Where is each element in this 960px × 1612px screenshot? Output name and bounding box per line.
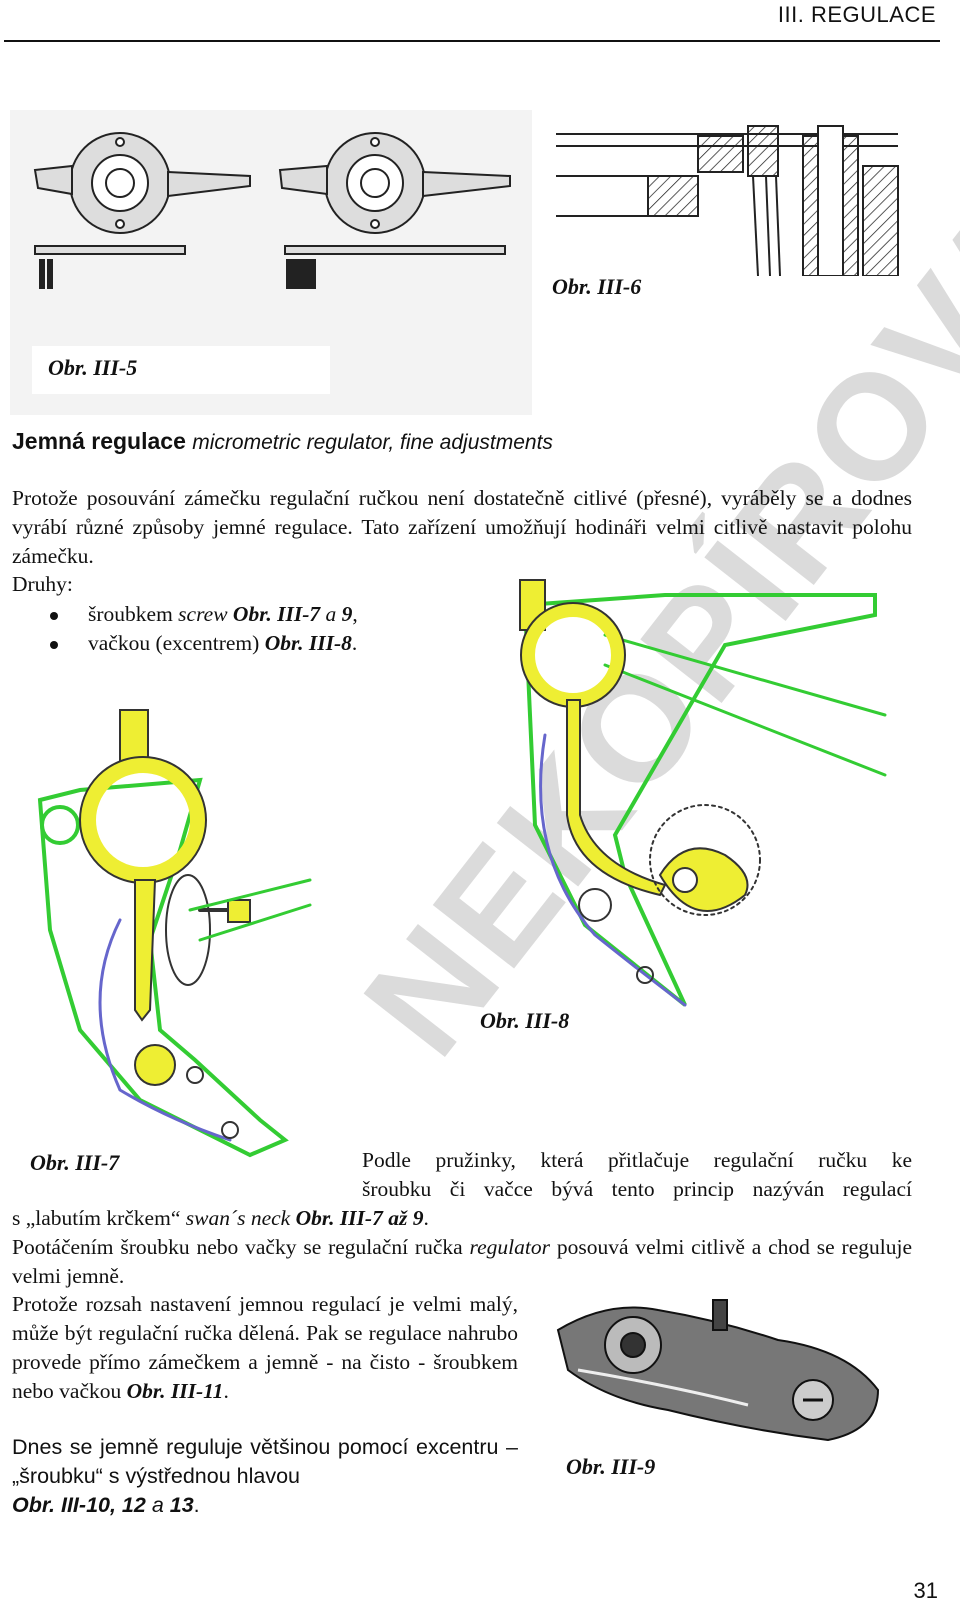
spring-paragraph-right: Podle pružinky, která přitlačuje regulač… <box>362 1148 912 1201</box>
figure-iii-6: Obr. III-6 <box>548 106 908 306</box>
caption-fig5: Obr. III-5 <box>48 355 138 380</box>
cross-section-drawing-fig6 <box>556 125 899 277</box>
running-header: III. REGULACE <box>777 2 936 27</box>
bullet-list: šroubkem screw Obr. III-7 a 9, vačkou (e… <box>50 600 358 658</box>
regulator-drawing-fig7 <box>37 709 312 1158</box>
final-paragraph: Dnes se jemně reguluje většinou pomocí e… <box>12 1435 518 1517</box>
spring-paragraph-end: s „labutím krčkem“ swan´s neck Obr. III-… <box>12 1206 429 1230</box>
bullet-icon <box>50 612 58 621</box>
range-paragraph: Protože rozsah nastavení jemnou regulací… <box>12 1292 518 1403</box>
list-item: vačkou (excentrem) Obr. III-8. <box>50 629 358 658</box>
bullet-icon <box>50 641 58 650</box>
caption-fig7: Obr. III-7 <box>30 1150 120 1175</box>
heading-bold: Jemná regulace <box>12 428 186 454</box>
header-rule <box>4 40 940 42</box>
section-heading: Jemná regulace micrometric regulator, fi… <box>12 428 553 455</box>
heading-english: micrometric regulator, fine adjustments <box>192 431 553 454</box>
regulator-drawing-fig5 <box>33 132 511 289</box>
list-item: šroubkem screw Obr. III-7 a 9, <box>50 600 358 629</box>
regulator-photo-fig9 <box>556 1299 880 1442</box>
caption-fig6: Obr. III-6 <box>552 274 642 299</box>
regulator-drawing-fig8 <box>519 579 887 1007</box>
figure-iii-5: Obr. III-5 <box>10 110 532 415</box>
types-label: Druhy: <box>12 572 73 596</box>
intro-paragraph: Protože posouvání zámečku regulační ručk… <box>12 486 912 568</box>
turn-paragraph: Pootáčením šroubku nebo vačky se regulač… <box>12 1235 912 1288</box>
caption-fig8: Obr. III-8 <box>480 1008 570 1033</box>
page-number: 31 <box>913 1578 938 1603</box>
caption-fig9: Obr. III-9 <box>566 1454 656 1479</box>
